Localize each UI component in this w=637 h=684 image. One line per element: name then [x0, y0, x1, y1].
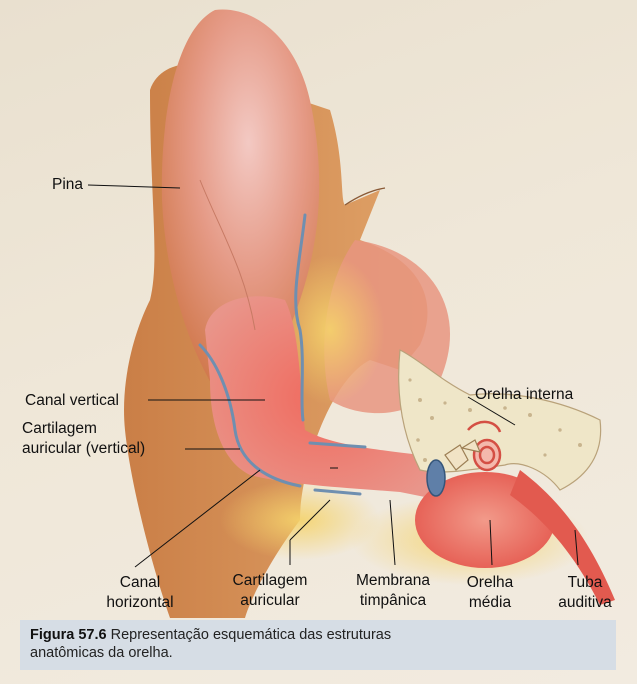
caption-line1: Representação esquemática das estruturas: [111, 627, 392, 643]
label-pina: Pina: [52, 176, 83, 194]
label-cartilagem-vertical-line2: auricular (vertical): [22, 440, 145, 458]
label-orelha-interna: Orelha interna: [475, 386, 573, 404]
tympanic-membrane-shape: [427, 460, 445, 496]
figure-caption: Figura 57.6 Representação esquemática da…: [20, 620, 616, 670]
label-canal-vertical: Canal vertical: [25, 392, 119, 410]
label-orelha-media-line1: Orelha: [445, 574, 535, 592]
label-tuba-line2: auditiva: [545, 594, 625, 612]
label-canal-horizontal-line1: Canal: [80, 574, 200, 592]
caption-line2: anatômicas da orelha.: [30, 645, 173, 661]
label-orelha-media-line2: média: [445, 594, 535, 612]
label-cartilagem-auricular-line1: Cartilagem: [210, 572, 330, 590]
label-membrana-line2: timpânica: [333, 592, 453, 610]
label-cartilagem-auricular-line2: auricular: [210, 592, 330, 610]
label-cartilagem-vertical-line1: Cartilagem: [22, 420, 97, 438]
label-membrana-line1: Membrana: [333, 572, 453, 590]
caption-figure-number: Figura 57.6: [30, 627, 107, 643]
caption-text: Figura 57.6 Representação esquemática da…: [30, 626, 391, 662]
label-canal-horizontal-line2: horizontal: [80, 594, 200, 612]
label-tuba-line1: Tuba: [545, 574, 625, 592]
